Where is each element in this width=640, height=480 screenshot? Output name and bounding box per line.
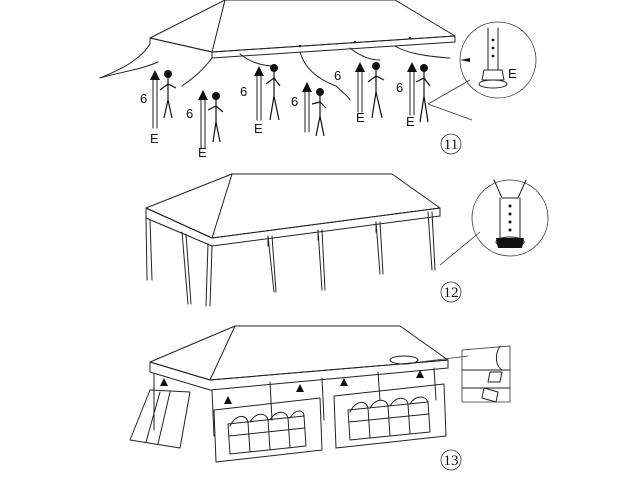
person-figure (311, 88, 327, 137)
step-label: 6 (140, 91, 147, 106)
part-label-e: E (356, 110, 365, 125)
leg-pole (407, 62, 417, 116)
person-figure (159, 70, 177, 119)
step-label: 6 (240, 84, 247, 99)
step-number: 11 (444, 137, 458, 153)
part-label-e: E (150, 131, 159, 146)
step-label: 6 (186, 106, 193, 121)
step-label: 6 (291, 94, 298, 109)
leg-pole (254, 66, 264, 121)
step-number: 13 (444, 453, 459, 469)
person-figure (207, 92, 224, 143)
person-figure (367, 62, 385, 119)
step-number-badge: 12 (440, 281, 462, 303)
window-sidewall-panel (213, 384, 323, 463)
leg-pin-detail (439, 179, 549, 266)
part-label-e: E (198, 145, 207, 160)
person-figure (265, 64, 281, 121)
leg-foot-detail: E (427, 21, 537, 121)
leg-pole (302, 82, 312, 133)
window-sidewall-panel (333, 370, 447, 449)
leg-pole (150, 70, 160, 129)
step-11-illustration: 6 E 6 E 6 E 6 6 E 6 E E 11 (99, 0, 537, 160)
part-label-e: E (254, 121, 263, 136)
clip-detail (419, 345, 511, 403)
step-label: 6 (396, 80, 403, 95)
person-figure (415, 64, 431, 123)
step-12-illustration: 12 (145, 173, 549, 307)
leg-pole (198, 90, 208, 149)
step-number: 12 (444, 285, 459, 301)
step-13-illustration: 13 (129, 325, 511, 471)
part-label-e: E (508, 66, 517, 81)
sidewall-panel (129, 378, 191, 449)
leg-pole (355, 62, 365, 113)
step-number-badge: 13 (440, 449, 462, 471)
step-label: 6 (334, 68, 341, 83)
step-number-badge: 11 (440, 133, 462, 155)
part-label-e: E (406, 114, 415, 129)
